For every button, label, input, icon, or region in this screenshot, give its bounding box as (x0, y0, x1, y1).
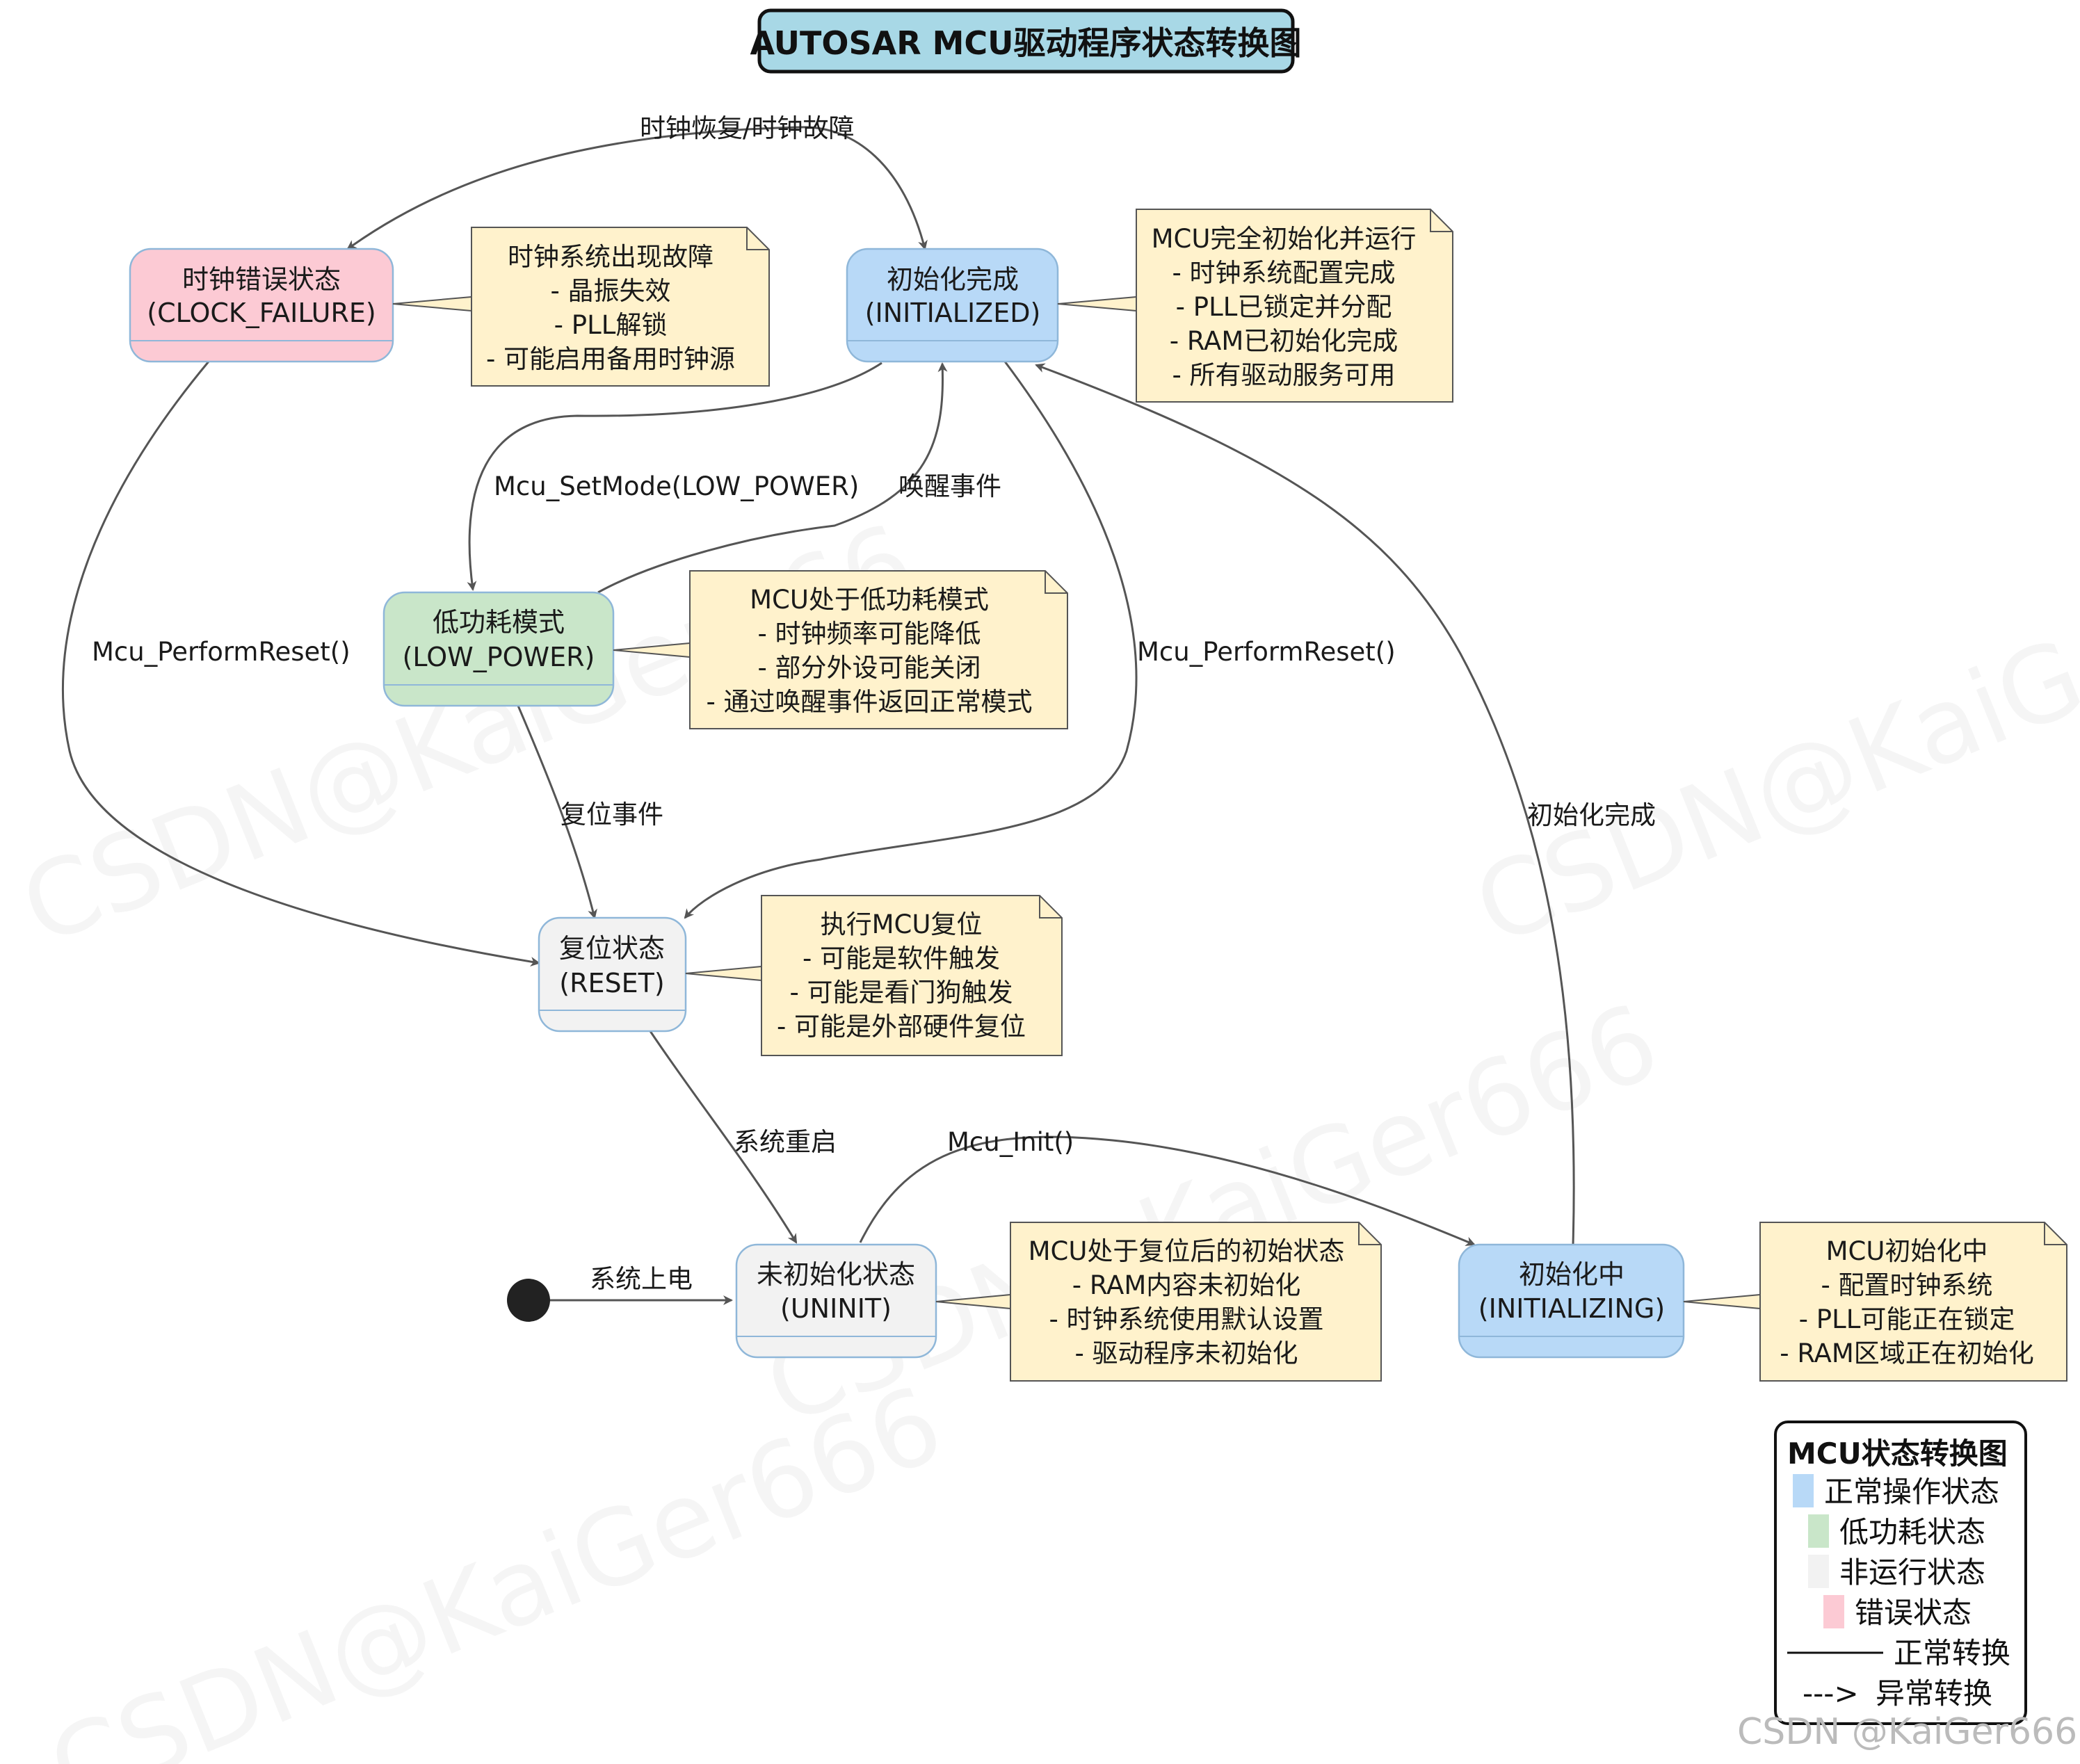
edge-system-restart (649, 1030, 798, 1244)
edge-label-mcu-init: Mcu_Init() (947, 1127, 1074, 1157)
state-name: 复位状态 (559, 933, 665, 964)
note-initializing: MCU初始化中 - 配置时钟系统 - PLL可能正在锁定 - RAM区域正在初始… (1683, 1222, 2067, 1382)
legend-abnormal-marker: ---> (1803, 1676, 1859, 1710)
legend-normal-transition: 正常转换 (1894, 1636, 2010, 1670)
note-line: MCU完全初始化并运行 (1152, 224, 1417, 254)
edge-label-perform-reset-init: Mcu_PerformReset() (1137, 637, 1396, 667)
edge-label-system-restart: 系统重启 (734, 1127, 837, 1157)
state-uninit: 未初始化状态 (UNINIT) (735, 1243, 937, 1359)
note-line: - 通过唤醒事件返回正常模式 (706, 687, 1032, 717)
state-reset: 复位状态 (RESET) (538, 916, 687, 1033)
title-text: AUTOSAR MCU驱动程序状态转换图 (750, 24, 1301, 62)
note-line: - RAM内容未初始化 (1072, 1270, 1301, 1300)
state-name: 时钟错误状态 (182, 264, 341, 295)
edge-set-low-power (467, 362, 882, 591)
note-line: MCU初始化中 (1826, 1236, 1988, 1266)
edge-perform-reset-init (684, 361, 1138, 919)
note-uninit: MCU处于复位后的初始状态 - RAM内容未初始化 - 时钟系统使用默认设置 -… (935, 1222, 1382, 1382)
note-line: - 可能是软件触发 (803, 944, 1000, 973)
note-reset: 执行MCU复位 - 可能是软件触发 - 可能是看门狗触发 - 可能是外部硬件复位 (685, 895, 1063, 1056)
state-low-power: 低功耗模式 (LOW_POWER) (382, 591, 615, 707)
state-name: 初始化中 (1519, 1259, 1625, 1290)
legend-swatch-non-running (1808, 1555, 1829, 1588)
note-line: - 可能是看门狗触发 (789, 978, 1013, 1008)
edge-reset-event (517, 705, 597, 919)
initial-state-dot (507, 1279, 550, 1322)
state-clock-failure: 时钟错误状态 (CLOCK_FAILURE) (129, 248, 394, 363)
edge-mcu-init (859, 1135, 1476, 1246)
edge-label-wakeup: 唤醒事件 (898, 471, 1001, 501)
state-initializing: 初始化中 (INITIALIZING) (1458, 1243, 1685, 1359)
note-low-power: MCU处于低功耗模式 - 时钟频率可能降低 - 部分外设可能关闭 - 通过唤醒事… (613, 570, 1068, 729)
legend-abnormal-transition: 异常转换 (1876, 1676, 1992, 1710)
edge-label-reset-event: 复位事件 (561, 800, 663, 830)
note-line: - 时钟频率可能降低 (757, 619, 981, 649)
edge-wakeup (597, 362, 948, 594)
legend-swatch-normal (1793, 1474, 1814, 1507)
state-id: (LOW_POWER) (403, 642, 595, 672)
note-line: - PLL已锁定并分配 (1176, 292, 1392, 322)
watermark-text: CSDN@KaiGer666 (33, 1364, 958, 1764)
state-id: (RESET) (559, 968, 664, 998)
note-line: 执行MCU复位 (821, 909, 983, 939)
edge-init-done (1035, 363, 1575, 1245)
state-name: 低功耗模式 (433, 607, 565, 638)
note-clock-failure: 时钟系统出现故障 - 晶振失效 - PLL解锁 - 可能启用备用时钟源 (392, 227, 770, 387)
legend-item: 非运行状态 (1839, 1555, 1985, 1589)
note-line: - RAM区域正在初始化 (1780, 1338, 2034, 1368)
edge-clock-failure (346, 126, 800, 250)
edge-label-perform-reset-clock: Mcu_PerformReset() (92, 637, 350, 667)
legend-item: 正常操作状态 (1824, 1475, 1999, 1509)
state-name: 未初始化状态 (757, 1259, 915, 1290)
watermark-text: CSDN@KaiGer666 (1459, 501, 2080, 969)
note-initialized: MCU完全初始化并运行 - 时钟系统配置完成 - PLL已锁定并分配 - RAM… (1057, 209, 1453, 403)
legend: MCU状态转换图 正常操作状态 低功耗状态 非运行状态 错误状态 正常转换 --… (1774, 1421, 2027, 1725)
legend-swatch-error (1823, 1595, 1844, 1628)
note-line: 时钟系统出现故障 (508, 242, 714, 272)
note-line: - 时钟系统配置完成 (1172, 258, 1395, 288)
legend-item: 错误状态 (1855, 1596, 1972, 1630)
edge-label-set-low-power: Mcu_SetMode(LOW_POWER) (494, 471, 859, 501)
diagram-title: AUTOSAR MCU驱动程序状态转换图 (750, 8, 1302, 74)
note-line: - 时钟系统使用默认设置 (1049, 1304, 1323, 1334)
edge-perform-reset-clock (62, 361, 540, 966)
edge-label-power-on: 系统上电 (590, 1264, 693, 1294)
state-id: (CLOCK_FAILURE) (147, 298, 376, 328)
state-name: 初始化完成 (887, 264, 1019, 295)
note-line: MCU处于低功耗模式 (750, 585, 989, 615)
legend-swatch-low-power (1808, 1514, 1829, 1548)
note-line: - RAM已初始化完成 (1170, 326, 1398, 356)
edge-label-top-overlap: 时钟恢复/时钟故障 (640, 113, 854, 143)
note-line: MCU处于复位后的初始状态 (1029, 1236, 1345, 1266)
legend-item: 低功耗状态 (1839, 1515, 1985, 1549)
legend-title: MCU状态转换图 (1787, 1437, 2008, 1471)
state-id: (INITIALIZING) (1478, 1293, 1665, 1324)
edge-clock-recovery (799, 126, 928, 250)
note-line: - 部分外设可能关闭 (757, 653, 981, 683)
note-line: - 所有驱动服务可用 (1172, 360, 1395, 390)
note-line: - 可能是外部硬件复位 (777, 1012, 1026, 1042)
note-line: - PLL可能正在锁定 (1799, 1304, 2015, 1334)
state-id: (UNINIT) (780, 1293, 892, 1324)
state-initialized: 初始化完成 (INITIALIZED) (846, 248, 1059, 363)
edge-label-init-done: 初始化完成 (1527, 800, 1656, 830)
state-id: (INITIALIZED) (865, 298, 1041, 328)
note-line: - PLL解锁 (554, 310, 668, 340)
note-line: - 驱动程序未初始化 (1074, 1338, 1298, 1368)
note-line: - 配置时钟系统 (1821, 1270, 1992, 1300)
credit-text: CSDN @KaiGer666 (1737, 1711, 2077, 1753)
note-line: - 晶振失效 (550, 276, 670, 306)
transitions: 系统上电 Mcu_Init() 初始化完成 Mcu_SetMode(LOW_PO… (62, 113, 1656, 1305)
note-line: - 可能启用备用时钟源 (486, 344, 735, 374)
